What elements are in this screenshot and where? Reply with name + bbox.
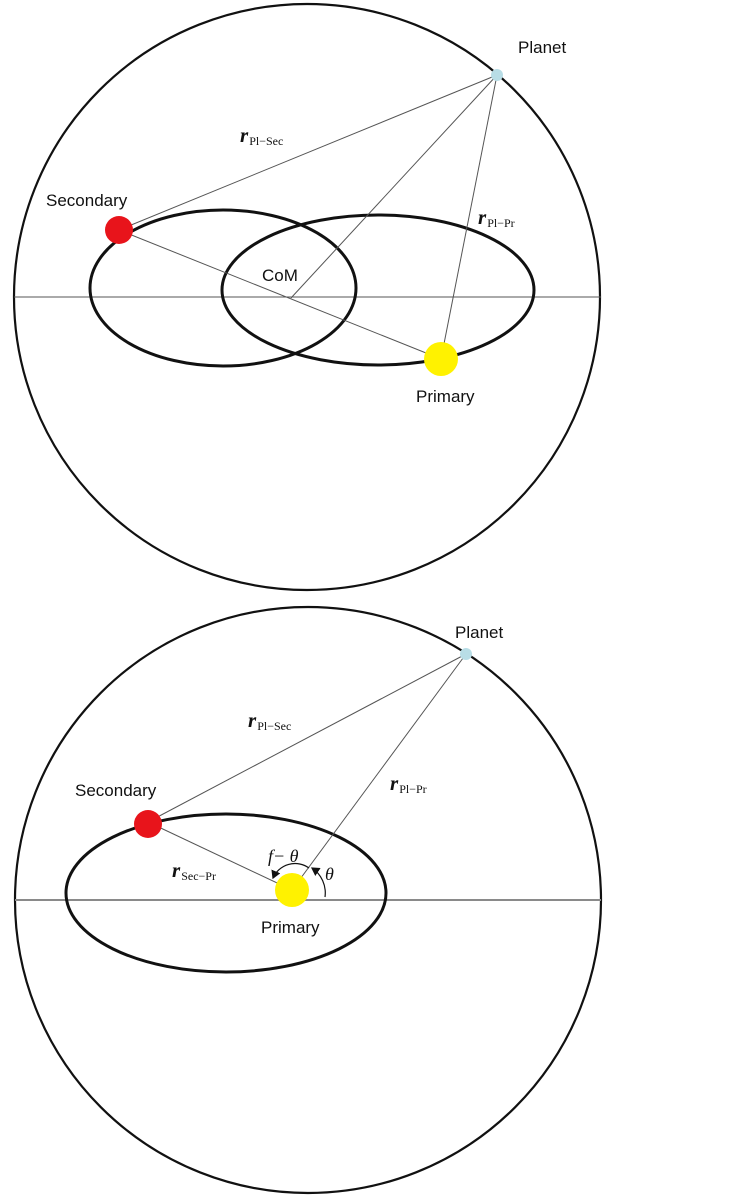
planet-dot [491, 69, 503, 81]
primary-star [424, 342, 458, 376]
top-diagram: Planet Secondary CoM Primary rPl−Sec rPl… [12, 2, 602, 592]
line-secondary-primary [147, 821, 293, 891]
secondary-orbit-ellipse [64, 812, 388, 974]
planet-label: Planet [518, 38, 566, 57]
line-planet-secondary [147, 653, 467, 823]
primary-star [275, 873, 309, 907]
secondary-label: Secondary [75, 781, 157, 800]
line-secondary-primary [118, 229, 442, 360]
theta-label: θ [325, 864, 334, 884]
bottom-diagram: Planet Secondary Primary rPl−Sec rPl−Pr … [13, 605, 603, 1195]
secondary-orbit-ellipse [88, 208, 358, 368]
secondary-star [105, 216, 133, 244]
primary-label: Primary [261, 918, 320, 937]
secondary-star [134, 810, 162, 838]
angle-arc-f-minus-theta [271, 862, 310, 880]
r-pl-pr-label: rPl−Pr [390, 771, 427, 796]
com-label: CoM [262, 266, 298, 285]
angle-arc-theta [311, 867, 326, 898]
line-planet-com [290, 74, 498, 299]
r-pl-sec-label: rPl−Sec [248, 708, 291, 733]
line-planet-primary [440, 74, 498, 360]
planet-dot [460, 648, 472, 660]
planet-label: Planet [455, 623, 503, 642]
r-pl-sec-label: rPl−Sec [240, 123, 283, 148]
secondary-label: Secondary [46, 191, 128, 210]
r-pl-pr-label: rPl−Pr [478, 205, 515, 230]
primary-orbit-ellipse [220, 213, 536, 367]
f-minus-theta-label: f− θ [268, 846, 299, 866]
r-sec-pr-label: rSec−Pr [172, 858, 216, 883]
line-planet-primary [291, 653, 467, 891]
primary-label: Primary [416, 387, 475, 406]
line-planet-secondary [118, 74, 498, 231]
